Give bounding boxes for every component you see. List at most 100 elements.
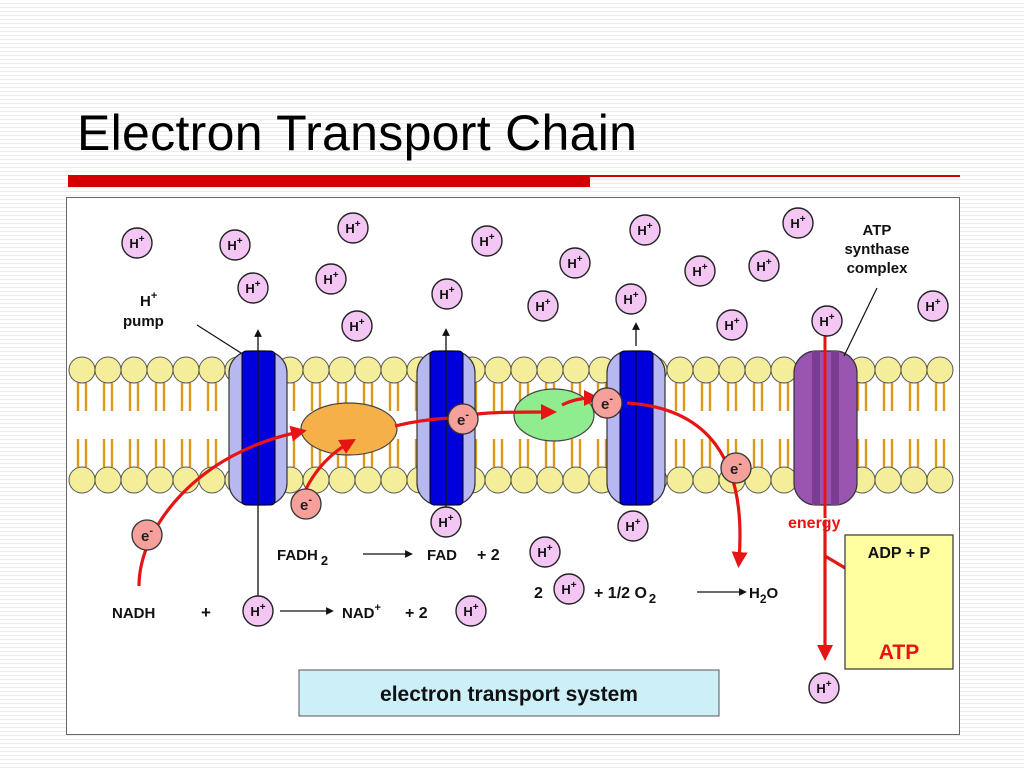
svg-text:H+: H+ <box>925 297 940 314</box>
lipid-head <box>146 466 174 494</box>
svg-text:H+: H+ <box>227 236 242 253</box>
svg-text:e-: e- <box>730 458 742 478</box>
svg-text:H+: H+ <box>439 285 454 302</box>
lipid-head <box>562 466 590 494</box>
lipid-head <box>328 356 356 384</box>
adp-p-label: ADP + P <box>868 545 931 562</box>
lipid-head <box>380 466 408 494</box>
ubiquinone-carrier <box>300 402 398 456</box>
h-plus-ion-icon: H+ <box>782 207 814 239</box>
atp-synthase-label-2: synthase <box>844 241 909 258</box>
svg-text:+: + <box>201 603 211 622</box>
diagram-svg: e- e- e- e- e- H+ H+ H+ H+ H+ H+ H+ H+ H… <box>68 207 954 717</box>
title-underline-thick <box>68 175 590 187</box>
h-plus-ion-icon: H+ <box>219 229 251 261</box>
electron-fadh: e- <box>290 488 322 520</box>
svg-text:H+: H+ <box>345 219 360 236</box>
h-plus-ion-icon: H+ <box>629 214 661 246</box>
svg-text:H+: H+ <box>250 602 265 619</box>
lipid-head <box>120 466 148 494</box>
svg-text:H+: H+ <box>479 232 494 249</box>
lipid-head <box>692 356 720 384</box>
h-plus-ion-icon: H+ <box>471 225 503 257</box>
h-plus-ion-icon: H+ <box>121 227 153 259</box>
lipid-head <box>198 356 226 384</box>
svg-text:+ 1/2 O2: + 1/2 O2 <box>594 585 656 606</box>
h-plus-ion-icon: H+ <box>315 263 347 295</box>
lipid-head <box>328 466 356 494</box>
h-plus-ion-icon: H+ <box>430 506 462 538</box>
h-plus-ion-icon: H+ <box>559 247 591 279</box>
svg-text:H2O: H2O <box>749 585 779 606</box>
h-plus-ion-icon: H+ <box>529 536 561 568</box>
svg-text:electron transport system: electron transport system <box>380 683 638 706</box>
lipid-head <box>510 466 538 494</box>
svg-text:H+: H+ <box>625 517 640 534</box>
lipid-head <box>68 466 96 494</box>
lipid-head <box>666 356 694 384</box>
lipid-head <box>692 466 720 494</box>
svg-text:H+: H+ <box>756 257 771 274</box>
lipid-head <box>68 356 96 384</box>
lipid-head <box>302 356 330 384</box>
svg-text:H+: H+ <box>623 290 638 307</box>
svg-text:H+: H+ <box>567 254 582 271</box>
lipid-head <box>900 466 928 494</box>
lipid-head <box>874 356 902 384</box>
h-plus-ion-icon: H+ <box>553 573 585 605</box>
svg-text:e-: e- <box>601 393 613 413</box>
energy-label: energy <box>788 515 841 532</box>
svg-text:H+: H+ <box>816 679 831 696</box>
electron-transport-diagram: e- e- e- e- e- H+ H+ H+ H+ H+ H+ H+ H+ H… <box>66 197 960 735</box>
atp-synthase-label-3: complex <box>847 260 909 277</box>
nadh-equation: NADH + H+ NAD+ + 2 H+ <box>112 595 487 627</box>
lipid-head <box>536 466 564 494</box>
cytochrome-c-carrier <box>513 388 595 442</box>
lipid-head <box>94 466 122 494</box>
svg-text:e-: e- <box>300 494 312 514</box>
svg-text:2: 2 <box>534 585 543 602</box>
svg-text:NAD+: NAD+ <box>342 602 381 622</box>
lipid-head <box>770 466 798 494</box>
lipid-head <box>354 466 382 494</box>
svg-text:e-: e- <box>457 409 469 429</box>
lipid-head <box>380 356 408 384</box>
svg-text:H+: H+ <box>463 602 478 619</box>
lipid-head <box>874 466 902 494</box>
lipid-head <box>94 356 122 384</box>
svg-text:NADH: NADH <box>112 605 155 622</box>
atp-production-box: ADP + P ATP <box>844 534 954 670</box>
lipid-head <box>484 466 512 494</box>
svg-text:+ 2: + 2 <box>405 605 428 622</box>
svg-text:H+: H+ <box>438 513 453 530</box>
electron-to-oxygen: e- <box>720 452 752 484</box>
svg-text:H+: H+ <box>537 543 552 560</box>
svg-text:H+: H+ <box>819 312 834 329</box>
lipid-head <box>146 356 174 384</box>
lipid-head <box>562 356 590 384</box>
electron-transport-system-label: electron transport system <box>298 669 720 717</box>
h-plus-ion-icon: H+ <box>242 595 274 627</box>
h-plus-ion-icon: H+ <box>684 255 716 287</box>
atp-synthase-complex <box>793 331 858 518</box>
electron-nadh: e- <box>131 519 163 551</box>
svg-text:H+: H+ <box>790 214 805 231</box>
lipid-head <box>536 356 564 384</box>
lipid-head <box>484 356 512 384</box>
lipid-head <box>172 356 200 384</box>
lipid-head <box>926 356 954 384</box>
h-plus-ion-icon: H+ <box>341 310 373 342</box>
svg-text:H+: H+ <box>724 316 739 333</box>
proton-ions: H+ H+ H+ H+ H+ H+ H+ H+ H+ H+ H+ H+ H+ H… <box>121 207 949 704</box>
pump-label: pump <box>123 313 164 330</box>
lipid-head <box>198 466 226 494</box>
svg-text:H+: H+ <box>561 580 576 597</box>
atp-synthase-label-1: ATP <box>863 222 892 239</box>
title-underline-thin <box>590 175 960 177</box>
svg-text:H+: H+ <box>129 234 144 251</box>
svg-text:H+: H+ <box>535 297 550 314</box>
h-plus-ion-icon: H+ <box>431 278 463 310</box>
atp-label: ATP <box>879 641 919 664</box>
lipid-head <box>926 466 954 494</box>
